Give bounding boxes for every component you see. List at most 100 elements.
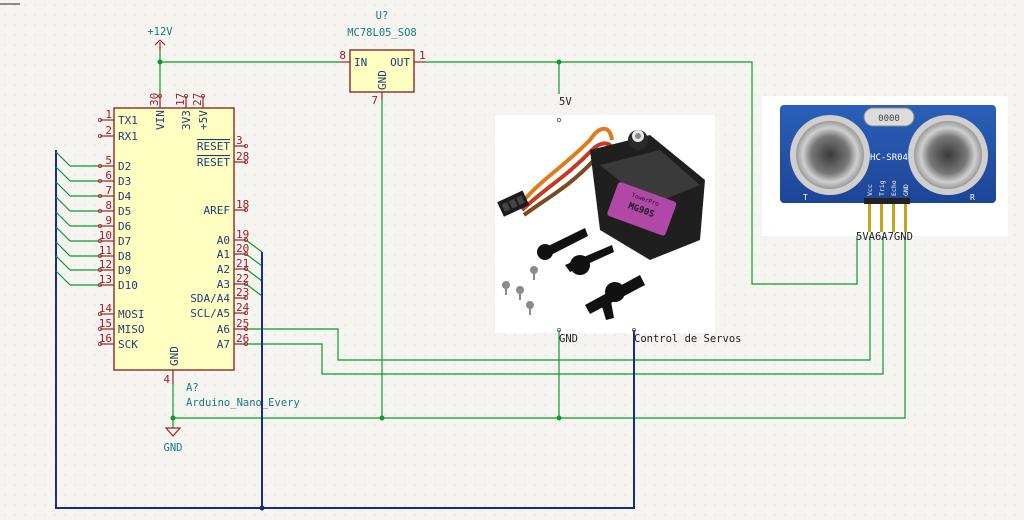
gnd-label: GND <box>164 442 183 454</box>
mcu-pin-number: 28 <box>236 150 249 163</box>
mcu-pin-name: RESET <box>197 156 230 169</box>
mcu-pin-name: A2 <box>217 263 230 276</box>
mcu-pin-d9: 12 D9 <box>98 258 131 277</box>
regulator-pin-out-num: 1 <box>419 49 426 62</box>
mcu-pin-number: 5 <box>105 154 112 167</box>
mcu-pin-number: 1 <box>105 108 112 121</box>
sensor-pin-name: Trig <box>878 180 886 196</box>
mcu-pin-number: 20 <box>236 242 249 255</box>
mcu-pin-number: 10 <box>99 229 112 242</box>
mcu-pin-number: 24 <box>236 301 250 314</box>
regulator-pin-in-name: IN <box>354 56 367 69</box>
mcu-pin-name: VIN <box>154 110 167 130</box>
mcu-pin-reset: 28 RESET <box>197 150 249 169</box>
mcu-pin-a3: 22 A3 <box>217 272 250 291</box>
mcu-pin-name: D6 <box>118 220 131 233</box>
regulator-pin-gnd-name: GND <box>376 70 389 90</box>
mcu-pin-name: A7 <box>217 338 230 351</box>
mcu-pin-name: D10 <box>118 279 138 292</box>
mcu-pin-number: 4 <box>163 373 170 386</box>
mcu-pin-name: TX1 <box>118 114 138 127</box>
mcu-pin-tx1: 1 TX1 <box>98 108 138 127</box>
mcu-pin-number: 8 <box>105 199 112 212</box>
servo-5v-label: 5V <box>559 96 572 108</box>
servo-control-bus <box>55 150 635 511</box>
mcu-pin-name: A1 <box>217 248 230 261</box>
sensor-pin-name: Vcc <box>866 184 874 196</box>
mcu-pin-name: +5V <box>197 110 210 130</box>
power-symbol-12v: +12V <box>147 26 173 50</box>
mcu-pin-mosi: 14 MOSI <box>98 302 145 321</box>
mcu-pin-number: 21 <box>236 257 249 270</box>
mcu-pin-name: 3V3 <box>180 110 193 130</box>
power-symbol-gnd: GND <box>164 427 183 454</box>
mcu-pin-sck: 16 SCK <box>98 332 138 351</box>
mcu-pin-name: AREF <box>204 204 231 217</box>
mcu-pin-number: 22 <box>236 272 249 285</box>
mcu-pin-number: 26 <box>236 332 249 345</box>
mcu-pin-d3: 6 D3 <box>98 169 131 188</box>
mcu-pin-name: D5 <box>118 205 131 218</box>
servo-picture: MG90S TowerPro <box>495 115 715 333</box>
mcu-pin-name: RX1 <box>118 130 138 143</box>
junctions <box>157 59 562 421</box>
mcu-pin-name: A3 <box>217 278 230 291</box>
mcu-pin-name: D9 <box>118 264 131 277</box>
mcu-pin-d8: 11 D8 <box>98 244 131 263</box>
mcu-pin-number: 14 <box>99 302 113 315</box>
mcu-pin-name: RESET <box>197 140 230 153</box>
mcu-pin-number: 6 <box>105 169 112 182</box>
mcu-pin-name: SDA/A4 <box>190 292 230 305</box>
mcu-pin-name: D3 <box>118 175 131 188</box>
sensor-pin-labels: 5VA6A7GND <box>856 231 913 243</box>
mcu-pin-number: 27 <box>191 93 204 106</box>
mcu-pin-number: 16 <box>99 332 112 345</box>
mcu-pin-d5: 8 D5 <box>98 199 131 218</box>
mcu-pin-name: A6 <box>217 323 230 336</box>
mcu-pin-number: 12 <box>99 258 112 271</box>
mcu-pin-number: 2 <box>105 124 112 137</box>
mcu-pin-name: D8 <box>118 250 131 263</box>
sensor-crystal-text: 0000 <box>878 114 900 124</box>
mcu-pin-d6: 9 D6 <box>98 214 131 233</box>
mcu-ref: A? <box>186 382 199 394</box>
regulator-pin-gnd-num: 7 <box>371 94 378 107</box>
mcu-pin-number: 17 <box>174 93 187 106</box>
mcu-pin-a7: 26 A7 <box>217 332 250 351</box>
regulator-ref: U? <box>376 10 389 22</box>
regulator-symbol[interactable]: U? MC78L05_SO8 8 IN 1 OUT 7 GND <box>339 10 425 107</box>
mcu-pin-number: 15 <box>99 317 112 330</box>
sensor-r-label: R <box>970 193 975 202</box>
servo-gnd-label: GND <box>559 333 578 345</box>
mcu-pin-a2: 21 A2 <box>217 257 250 276</box>
regulator-pin-out-name: OUT <box>390 56 410 69</box>
mcu-pin-aref: 18 AREF <box>204 198 250 217</box>
mcu-pin-number: 9 <box>105 214 112 227</box>
mcu-pin-number: 18 <box>236 198 249 211</box>
regulator-pin-in-num: 8 <box>339 49 346 62</box>
mcu-pin-name: D4 <box>118 190 132 203</box>
vcc12-label: +12V <box>147 26 173 38</box>
mcu-pin-number: 11 <box>99 244 112 257</box>
servo-control-label: Control de Servos <box>634 333 741 345</box>
sensor-model-text: HC-SR04 <box>870 153 908 163</box>
mcu-pin-rx1: 2 RX1 <box>98 124 138 143</box>
mcu-pin-name: SCK <box>118 338 138 351</box>
mcu-pin-name: MOSI <box>118 308 145 321</box>
sensor-pin-name: GND <box>902 184 910 196</box>
